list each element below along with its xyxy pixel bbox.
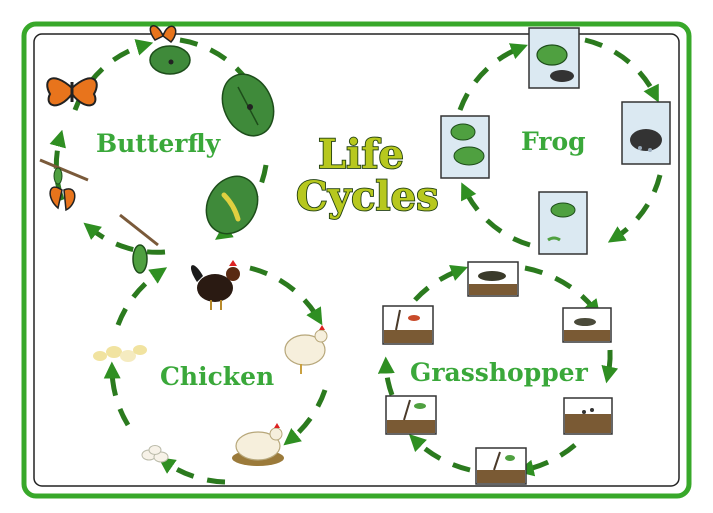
eggs-on-leaf-icon (149, 25, 191, 75)
froglet-icon (440, 115, 490, 179)
title-line-2: Cycles (296, 173, 439, 220)
rooster-icon (190, 260, 240, 310)
eggs-icon (141, 445, 169, 463)
chicken-label: Chicken (160, 362, 274, 391)
butterfly-cycle: Butterfly (39, 25, 275, 274)
nymph-icon (562, 307, 612, 343)
chicks-icon (93, 345, 147, 362)
poster-title: Life Cycles (295, 130, 439, 221)
adult-grasshopper-icon (467, 261, 519, 297)
frog-ring (457, 37, 663, 248)
grasshopper-cycle: Grasshopper (377, 261, 619, 485)
adult-frog-icon (528, 27, 580, 89)
hen-icon (284, 325, 328, 374)
hatching-nymph-icon (475, 447, 527, 485)
young-nymph-icon (385, 395, 437, 435)
butterfly-icon (46, 77, 98, 107)
grasshopper-label: Grasshopper (410, 358, 589, 387)
eggs-in-soil-icon (563, 397, 613, 435)
butterfly-label: Butterfly (96, 129, 222, 158)
nesting-hen-icon (232, 423, 284, 466)
caterpillar-on-leaf-icon (221, 73, 275, 137)
grasshopper-ring (377, 264, 619, 477)
molting-nymph-icon (382, 305, 434, 345)
outer-frame (21, 21, 692, 499)
tadpole-icon (538, 191, 588, 255)
frog-cycle: Frog (440, 27, 671, 255)
emerging-butterfly-icon (39, 158, 89, 212)
frog-label: Frog (521, 127, 586, 156)
chicken-cycle: Chicken (93, 260, 328, 485)
chicken-ring (103, 265, 328, 485)
inner-frame (33, 33, 680, 487)
caterpillar-icon (205, 175, 259, 235)
frog-eggs-icon (621, 101, 671, 165)
chrysalis-icon (119, 213, 159, 274)
title-line-1: Life (318, 131, 404, 178)
